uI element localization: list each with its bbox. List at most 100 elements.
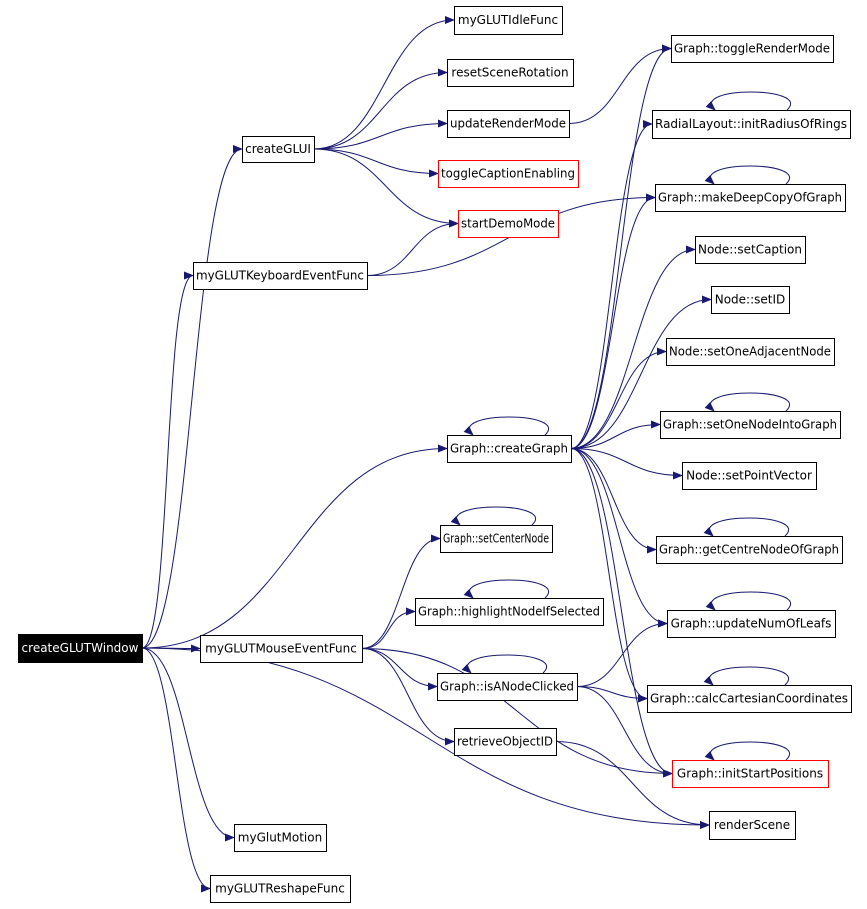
node-box <box>682 462 817 490</box>
node-my-glut-motion[interactable]: myGlutMotion <box>234 824 327 852</box>
node-label: Graph::highlightNodeIfSelected <box>418 605 600 619</box>
edge-create-glui-to-start-demo-mode <box>313 148 459 228</box>
edge-create-graph-to-set-point-vector <box>570 448 683 480</box>
node-label: Graph::calcCartesianCoordinates <box>650 692 848 706</box>
node-create-graph[interactable]: Graph::createGraph <box>447 435 572 463</box>
edge-create-graph-to-make-deep-copy-of-graph <box>570 193 656 449</box>
node-toggle-render-mode[interactable]: Graph::toggleRenderMode <box>671 35 834 63</box>
node-label: Graph::setOneNodeIntoGraph <box>663 418 837 432</box>
edge-is-anode-clicked-to-update-num-of-leafs <box>576 619 668 687</box>
node-create-glutwindow[interactable]: createGLUTWindow <box>18 634 143 663</box>
node-render-scene[interactable]: renderScene <box>709 811 796 840</box>
edge-get-centre-node-of-graph-to-get-centre-node-of-graph <box>703 517 789 537</box>
edge-create-graph-to-get-centre-node-of-graph <box>570 448 657 554</box>
edge-calc-cartesian-coordinates-to-calc-cartesian-coordinates <box>703 666 789 686</box>
node-update-num-of-leafs[interactable]: Graph::updateNumOfLeafs <box>667 610 836 638</box>
node-create-glui[interactable]: createGLUI <box>242 136 315 163</box>
node-box <box>647 685 852 713</box>
node-label: Graph::updateNumOfLeafs <box>671 617 832 631</box>
node-start-demo-mode[interactable]: startDemoMode <box>458 210 559 238</box>
node-init-radius-of-rings[interactable]: RadialLayout::initRadiusOfRings <box>652 110 851 139</box>
node-init-start-positions[interactable]: Graph::initStartPositions <box>672 760 829 788</box>
edge-create-graph-to-set-id <box>570 295 712 449</box>
node-label: toggleCaptionEnabling <box>441 167 575 181</box>
edge-create-glui-to-reset-scene-rotation <box>313 68 448 150</box>
node-is-anode-clicked[interactable]: Graph::isANodeClicked <box>437 673 578 701</box>
node-box <box>438 160 579 188</box>
node-label: updateRenderMode <box>450 117 566 131</box>
edge-create-graph-to-toggle-render-mode <box>570 44 672 449</box>
function-nodes: createGLUTWindow createGLUI myGLUTIdleFunc… <box>18 6 852 903</box>
node-my-glutmouse-event-func[interactable]: myGLUTMouseEventFunc <box>200 635 363 663</box>
node-label: createGLUI <box>245 142 311 156</box>
node-label: resetSceneRotation <box>451 66 568 80</box>
node-make-deep-copy-of-graph[interactable]: Graph::makeDeepCopyOfGraph <box>655 184 846 212</box>
node-box <box>447 435 572 463</box>
edge-create-graph-to-update-num-of-leafs <box>570 448 668 628</box>
edge-create-glutwindow-to-create-glui <box>141 145 243 649</box>
node-highlight-node-if-selected[interactable]: Graph::highlightNodeIfSelected <box>415 598 604 626</box>
node-update-render-mode[interactable]: updateRenderMode <box>447 110 570 138</box>
node-box <box>454 6 563 35</box>
edge-make-deep-copy-of-graph-to-make-deep-copy-of-graph <box>704 165 790 185</box>
node-toggle-caption-enabling[interactable]: toggleCaptionEnabling <box>438 160 579 188</box>
edge-is-anode-clicked-to-calc-cartesian-coordinates <box>576 686 648 703</box>
node-set-center-node[interactable]: Graph::setCenterNode <box>440 525 553 553</box>
edge-create-glutwindow-to-create-graph <box>141 444 448 649</box>
node-set-id[interactable]: Node::setID <box>711 286 790 314</box>
node-box <box>655 184 846 212</box>
edge-create-glui-to-update-render-mode <box>313 119 448 150</box>
node-box <box>447 110 570 138</box>
node-box <box>667 610 836 638</box>
edge-my-glutmouse-event-func-to-highlight-node-if-selected <box>361 607 416 649</box>
node-set-one-adjacent-node[interactable]: Node::setOneAdjacentNode <box>666 338 835 366</box>
edge-init-radius-of-rings-to-init-radius-of-rings <box>705 91 791 111</box>
call-edges <box>141 16 791 893</box>
node-box <box>242 136 315 163</box>
node-my-glutidle-func[interactable]: myGLUTIdleFunc <box>454 6 563 35</box>
edge-create-glutwindow-to-render-scene <box>141 647 710 829</box>
node-label: renderScene <box>714 818 790 832</box>
edge-create-glui-to-my-glutidle-func <box>313 16 455 150</box>
node-box <box>440 525 553 553</box>
node-box <box>210 875 351 903</box>
node-box <box>415 598 604 626</box>
node-calc-cartesian-coordinates[interactable]: Graph::calcCartesianCoordinates <box>647 685 852 713</box>
node-box <box>437 673 578 701</box>
node-my-glutkeyboard-event-func[interactable]: myGLUTKeyboardEventFunc <box>193 262 368 290</box>
node-set-one-node-into-graph[interactable]: Graph::setOneNodeIntoGraph <box>660 411 841 439</box>
node-label: startDemoMode <box>461 217 555 231</box>
edge-create-graph-to-set-one-node-into-graph <box>570 420 661 449</box>
node-box <box>193 262 368 290</box>
node-label: Graph::toggleRenderMode <box>674 42 830 56</box>
node-label: Node::setCaption <box>698 243 802 257</box>
node-label: myGlutMotion <box>238 831 322 845</box>
node-my-glutreshape-func[interactable]: myGLUTReshapeFunc <box>210 875 351 903</box>
edge-set-one-node-into-graph-to-set-one-node-into-graph <box>704 392 790 412</box>
edge-create-graph-to-init-start-positions <box>570 448 673 778</box>
node-label: Node::setOneAdjacentNode <box>669 345 831 359</box>
node-retrieve-object-id[interactable]: retrieveObjectID <box>454 728 557 756</box>
node-set-point-vector[interactable]: Node::setPointVector <box>682 462 817 490</box>
node-box <box>447 59 574 87</box>
node-box <box>234 824 327 852</box>
node-label: Graph::makeDeepCopyOfGraph <box>658 191 842 205</box>
node-label: createGLUTWindow <box>22 641 139 655</box>
edge-retrieve-object-id-to-render-scene <box>555 741 710 829</box>
node-label: Graph::initStartPositions <box>677 767 823 781</box>
edge-create-graph-to-set-one-adjacent-node <box>570 347 667 449</box>
edge-update-render-mode-to-toggle-render-mode <box>568 44 672 124</box>
edge-init-start-positions-to-init-start-positions <box>704 741 790 761</box>
node-label: Node::setPointVector <box>686 469 812 483</box>
node-box <box>666 338 835 366</box>
node-get-centre-node-of-graph[interactable]: Graph::getCentreNodeOfGraph <box>656 536 843 564</box>
edge-create-graph-to-create-graph <box>463 416 549 436</box>
node-reset-scene-rotation[interactable]: resetSceneRotation <box>447 59 574 87</box>
edge-my-glutmouse-event-func-to-set-center-node <box>361 534 441 649</box>
edge-is-anode-clicked-to-is-anode-clicked <box>461 654 547 674</box>
node-box <box>695 236 806 264</box>
node-set-caption[interactable]: Node::setCaption <box>695 236 806 264</box>
node-label: Node::setID <box>715 293 786 307</box>
node-box <box>660 411 841 439</box>
edge-create-graph-to-calc-cartesian-coordinates <box>570 448 648 703</box>
